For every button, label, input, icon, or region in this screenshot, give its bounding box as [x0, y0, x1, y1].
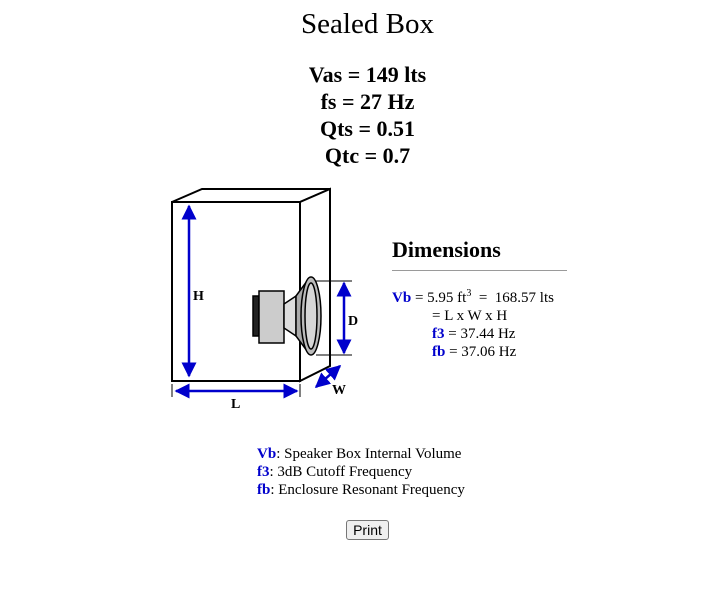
legend-key: fb — [257, 482, 271, 498]
f3-row: f3 = 37.44 Hz — [392, 325, 554, 343]
param-qtc: Qtc = 0.7 — [324, 143, 411, 168]
vb-label: Vb — [392, 290, 412, 306]
f3-label: f3 — [432, 326, 445, 342]
speaker-driver — [252, 276, 322, 356]
dimensions-heading: Dimensions — [392, 237, 501, 262]
legend-item: fb: Enclosure Resonant Frequency — [257, 481, 465, 499]
legend-item: f3: 3dB Cutoff Frequency — [257, 463, 465, 481]
legend-text: : 3dB Cutoff Frequency — [269, 464, 413, 480]
divider — [392, 270, 567, 271]
dimension-arrows — [174, 204, 352, 399]
param-vas: Vas = 149 lts — [308, 62, 427, 87]
fb-label: fb — [432, 344, 446, 360]
legend-item: Vb: Speaker Box Internal Volume — [257, 445, 465, 463]
label-length: L — [231, 397, 240, 412]
param-qts: Qts = 0.51 — [319, 116, 416, 141]
page-title: Sealed Box — [301, 8, 434, 40]
parameters-block: Vas = 149 lts fs = 27 Hz Qts = 0.51 Qtc … — [0, 61, 723, 169]
vb-value: = 5.95 ft — [411, 290, 467, 306]
dimensions-panel: Dimensions Vb = 5.95 ft3 = 168.57 lts = … — [392, 237, 567, 360]
print-button[interactable]: Print — [346, 520, 389, 540]
legend-text: : Enclosure Resonant Frequency — [270, 482, 465, 498]
dimensions-values: Vb = 5.95 ft3 = 168.57 lts = L x W x H f… — [392, 285, 554, 361]
label-width: W — [332, 383, 346, 398]
width-arrow — [314, 365, 342, 388]
label-height: H — [193, 289, 204, 304]
legend-key: f3 — [257, 464, 270, 480]
dimension-ticks — [171, 280, 352, 397]
param-fs: fs = 27 Hz — [320, 89, 415, 114]
vb-exponent: 3 — [466, 288, 472, 299]
label-depth: D — [348, 314, 358, 329]
vb-liters: = 168.57 lts — [471, 290, 554, 306]
fb-value: = 37.06 Hz — [445, 344, 517, 360]
vb-row: Vb = 5.95 ft3 = 168.57 lts — [392, 285, 554, 307]
legend: Vb: Speaker Box Internal Volume f3: 3dB … — [257, 445, 465, 499]
formula-row: = L x W x H — [432, 308, 508, 324]
f3-value: = 37.44 Hz — [444, 326, 516, 342]
fb-row: fb = 37.06 Hz — [392, 343, 554, 361]
legend-text: : Speaker Box Internal Volume — [276, 446, 462, 462]
legend-key: Vb — [257, 446, 277, 462]
